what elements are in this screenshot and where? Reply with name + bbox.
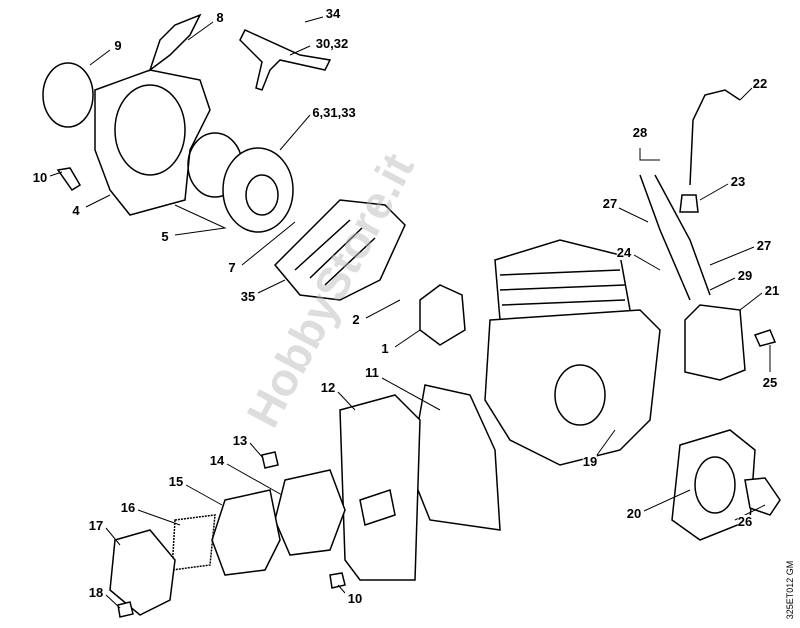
part-label-27[interactable]: 27: [602, 196, 618, 211]
muffler: [339, 394, 421, 581]
part-label-12[interactable]: 12: [320, 380, 336, 395]
part-label-7[interactable]: 7: [228, 260, 236, 275]
part-label-1[interactable]: 1: [381, 341, 389, 356]
leader-lines: [49, 16, 771, 609]
drawing-code: 325ET012 GM: [785, 560, 795, 620]
part-label-25[interactable]: 25: [762, 375, 778, 390]
clutch-nut: [744, 477, 781, 516]
starter-grip: [148, 13, 202, 73]
part-label-14[interactable]: 14: [209, 453, 225, 468]
gasket-14: [274, 469, 346, 556]
ground-wire: [639, 174, 711, 301]
part-label-26[interactable]: 26: [737, 514, 753, 529]
o-ring: [42, 62, 94, 128]
part-label-29[interactable]: 29: [737, 268, 753, 283]
cover-17: [109, 529, 176, 616]
part-label-34[interactable]: 34: [325, 6, 341, 21]
part-label-11[interactable]: 11: [365, 365, 379, 380]
part-label-28[interactable]: 28: [632, 125, 648, 140]
screen: [171, 514, 216, 571]
part-label-18[interactable]: 18: [88, 585, 104, 600]
part-label-17[interactable]: 17: [88, 518, 104, 533]
plug-boot: [679, 194, 699, 213]
t-wrench: [239, 29, 332, 91]
bolt-25: [753, 329, 777, 347]
part-label-4[interactable]: 4: [72, 203, 80, 218]
bolt-18: [117, 601, 134, 618]
part-label-24[interactable]: 24: [616, 245, 632, 260]
carburetor-flange: [419, 284, 466, 346]
ignition-module: [684, 304, 746, 381]
starter-housing: [94, 69, 211, 216]
part-label-19[interactable]: 19: [582, 454, 598, 469]
part-label-20[interactable]: 20: [626, 506, 642, 521]
part-label-10[interactable]: 10: [32, 170, 48, 185]
gasket-11: [409, 384, 501, 531]
part-label-30-32[interactable]: 30,32: [315, 36, 349, 51]
part-label-10[interactable]: 10: [347, 591, 363, 606]
part-label-23[interactable]: 23: [730, 174, 746, 189]
part-label-15[interactable]: 15: [168, 474, 184, 489]
part-label-27[interactable]: 27: [756, 238, 772, 253]
part-label-5[interactable]: 5: [161, 229, 169, 244]
bolt-13: [261, 451, 279, 469]
part-label-2[interactable]: 2: [352, 312, 360, 327]
part-label-8[interactable]: 8: [216, 10, 224, 25]
bolt-10a: [56, 167, 82, 192]
crankcase: [484, 309, 661, 466]
part-label-6-31-33[interactable]: 6,31,33: [312, 105, 356, 120]
part-label-21[interactable]: 21: [764, 283, 780, 298]
part-label-22[interactable]: 22: [752, 76, 768, 91]
part-label-9[interactable]: 9: [114, 38, 122, 53]
cover-plate: [211, 489, 281, 576]
part-label-16[interactable]: 16: [120, 500, 136, 515]
rope-rotor: [222, 147, 294, 233]
starter-ring: [114, 84, 186, 176]
part-label-13[interactable]: 13: [232, 433, 248, 448]
spark-plug-wire: [689, 89, 741, 186]
part-label-35[interactable]: 35: [240, 289, 256, 304]
bolt-10b: [329, 572, 346, 589]
